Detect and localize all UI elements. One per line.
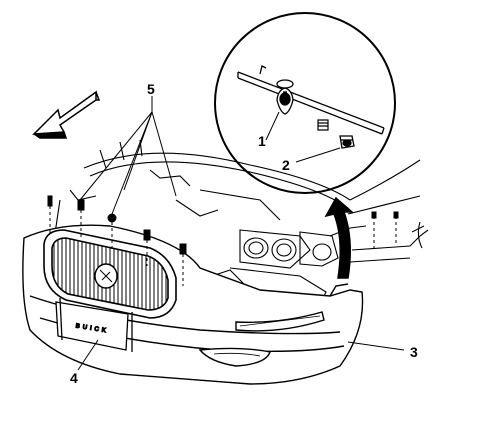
leader-5c (111, 111, 153, 215)
fastener (143, 229, 151, 266)
leader-5d (151, 111, 177, 197)
direction-arrow-icon (32, 90, 101, 139)
leader-5a (123, 96, 153, 191)
grille (43, 229, 177, 319)
fastener (179, 243, 187, 286)
leader-4 (77, 339, 99, 371)
license-plate-area: BUICK (55, 297, 133, 352)
leaders (77, 96, 405, 371)
retainer-nut (339, 135, 355, 149)
fasteners (47, 195, 425, 286)
leader-5b (79, 111, 153, 201)
radiator-support (53, 139, 351, 305)
fender-outline (329, 159, 429, 263)
detail-inset (214, 12, 396, 194)
leader-1 (265, 111, 280, 141)
push-pin-retainer-icon (276, 79, 294, 115)
leader-3 (347, 341, 405, 351)
lift-arrow-icon (324, 196, 354, 279)
callout-4: 4 (70, 370, 78, 386)
callout-5: 5 (147, 81, 155, 97)
retainer-clip (317, 119, 329, 131)
callout-2: 2 (282, 157, 290, 173)
callout-3: 3 (410, 344, 418, 360)
leader-2 (295, 147, 341, 163)
fastener (47, 195, 53, 236)
callout-1: 1 (258, 133, 266, 149)
retaining-strip (237, 65, 385, 135)
fastener (77, 199, 85, 240)
